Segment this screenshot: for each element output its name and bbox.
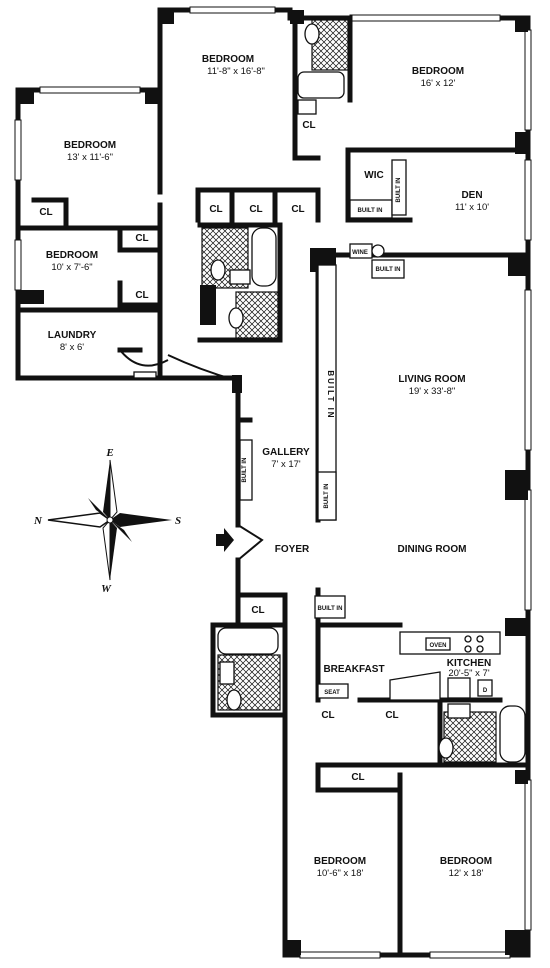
room-name: GALLERY (262, 447, 310, 458)
room-dimensions: 10' x 7'-6" (51, 262, 92, 273)
room-dimensions: 19' x 33'-8" (409, 386, 456, 397)
room-name: LIVING ROOM (398, 374, 465, 385)
built-in-label: BUILT IN (358, 208, 383, 214)
room-dimensions: 13' x 11'-6" (67, 152, 113, 163)
closet-label: CL (385, 710, 398, 721)
room-name: WIC (364, 170, 383, 181)
room-name: BEDROOM (314, 856, 366, 867)
bathroom-bottom-left (217, 627, 281, 711)
entry-arrow-icon (216, 528, 234, 552)
room-dimensions: 10'-6" x 18' (317, 868, 364, 879)
closet-label: CL (135, 290, 148, 301)
room-dimensions: 20'-5" x 7' (448, 668, 490, 679)
seat-label: SEAT (324, 690, 340, 696)
room-name: KITCHEN (447, 658, 491, 669)
compass-south-label: S (175, 515, 181, 527)
room-dimensions: 11'-8" x 16'-8" (207, 66, 265, 77)
room-dimensions: 11' x 10' (455, 202, 489, 213)
room-dimensions: 8' x 6' (60, 342, 84, 353)
built-in-label: BUILT IN (326, 370, 335, 419)
dishwasher-label: D (483, 688, 488, 694)
compass-west-label: W (101, 583, 112, 595)
room-name: DINING ROOM (398, 544, 467, 555)
bathroom-center (201, 227, 279, 339)
built-in-label: BUILT IN (324, 484, 330, 509)
room-name: BEDROOM (412, 66, 464, 77)
closet-label: CL (249, 204, 262, 215)
interior-walls (15, 15, 531, 958)
bathroom-top (297, 19, 349, 115)
built-ins (239, 159, 407, 521)
closet-label: CL (302, 120, 315, 131)
compass-east-label: E (105, 447, 113, 459)
room-name: LAUNDRY (48, 330, 97, 341)
room-name: BEDROOM (64, 140, 116, 151)
compass-icon (47, 459, 172, 581)
room-name: BEDROOM (46, 250, 98, 261)
columns (18, 10, 528, 955)
closet-label: CL (351, 772, 364, 783)
oven-label: OVEN (429, 643, 446, 649)
built-in-label: BUILT IN (396, 178, 402, 203)
closet-label: CL (321, 710, 334, 721)
doors (119, 349, 264, 561)
closet-label: CL (39, 207, 52, 218)
room-dimensions: 12' x 18' (449, 868, 484, 879)
room-name: BEDROOM (202, 54, 254, 65)
room-dimensions: 16' x 12' (421, 78, 456, 89)
built-in-label: BUILT IN (376, 267, 401, 273)
bathroom-bottom-right (438, 703, 526, 763)
closet-label: CL (291, 204, 304, 215)
built-in-label: BUILT IN (318, 606, 343, 612)
room-name: BEDROOM (440, 856, 492, 867)
compass-north-label: N (33, 515, 43, 527)
wine-label: WINE (352, 250, 368, 256)
closet-label: CL (209, 204, 222, 215)
room-name: BREAKFAST (323, 664, 384, 675)
built-in-label: BUILT IN (242, 458, 248, 483)
room-name: FOYER (275, 544, 310, 555)
kitchen-fixtures (314, 595, 501, 701)
room-name: DEN (461, 190, 482, 201)
room-dimensions: 7' x 17' (271, 459, 301, 470)
closet-label: CL (251, 605, 264, 616)
closet-label: CL (135, 233, 148, 244)
